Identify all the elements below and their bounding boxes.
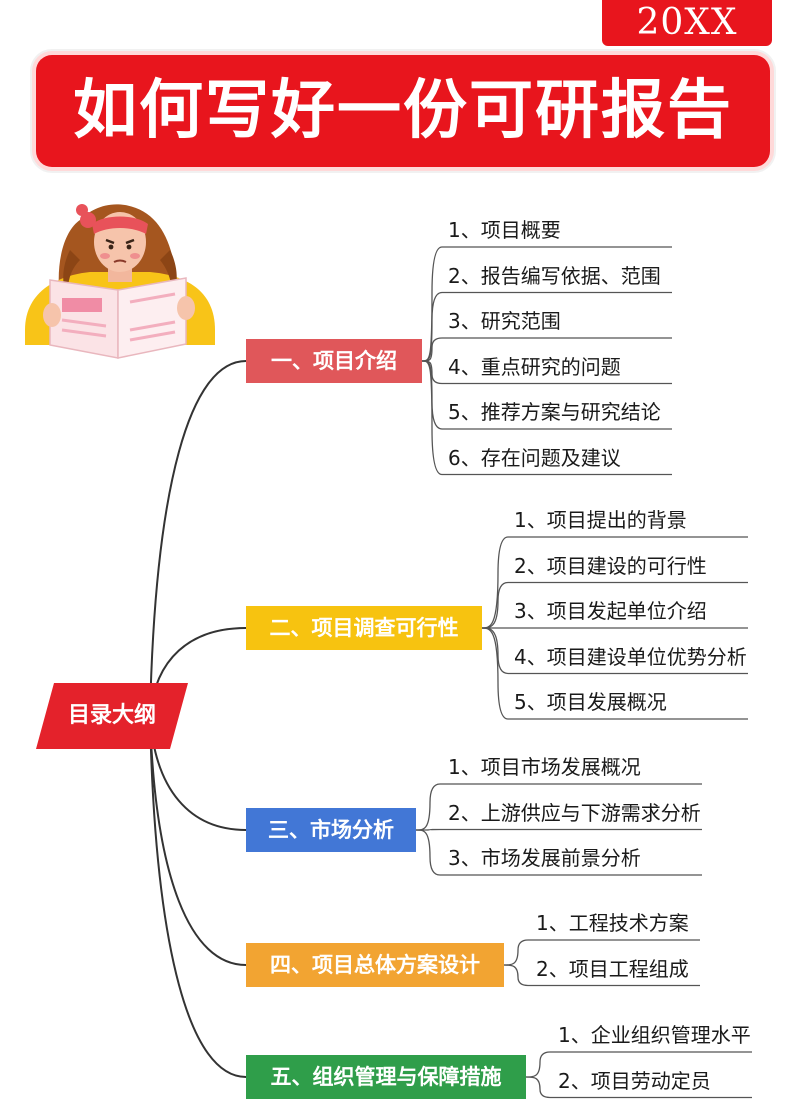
branch-connector-4 — [149, 715, 247, 966]
leaf-item-1-3: 3、研究范围 — [448, 309, 561, 333]
leaf-item-1-4: 4、重点研究的问题 — [448, 354, 621, 379]
page-title: 如何写好一份可研报告 — [73, 74, 733, 148]
branch-node-1: 一、项目介绍 — [246, 339, 422, 383]
leaf-item-2-1: 1、项目提出的背景 — [514, 508, 687, 532]
girl-reading-icon — [25, 204, 215, 359]
leaf-connector-5-2 — [525, 1076, 752, 1099]
leaf-item-3-2: 2、上游供应与下游需求分析 — [448, 800, 701, 825]
root-node: 目录大纲 — [36, 683, 188, 749]
leaf-connector-4-2 — [503, 964, 700, 987]
leaf-item-2-5: 5、项目发展概况 — [514, 690, 667, 714]
leaf-connector-1-2 — [421, 291, 672, 362]
branch-node-3: 三、市场分析 — [246, 808, 416, 852]
leaf-item-2-4: 4、项目建设单位优势分析 — [514, 644, 747, 669]
leaf-connector-2-5 — [481, 627, 748, 720]
leaf-connector-3-1 — [415, 783, 702, 831]
branch-connector-5 — [149, 715, 247, 1078]
leaf-item-1-2: 2、报告编写依据、范围 — [448, 263, 661, 288]
leaf-item-2-3: 3、项目发起单位介绍 — [514, 599, 707, 623]
leaf-item-3-1: 1、项目市场发展概况 — [448, 755, 641, 779]
leaf-connector-1-1 — [421, 246, 672, 362]
leaf-item-1-1: 1、项目概要 — [448, 218, 561, 242]
branch-node-5: 五、组织管理与保障措施 — [246, 1055, 526, 1099]
leaf-connector-3-3 — [415, 829, 702, 876]
leaf-item-2-2: 2、项目建设的可行性 — [514, 553, 707, 578]
leaf-connector-1-3 — [421, 337, 672, 362]
branch-node-2: 二、项目调查可行性 — [246, 606, 482, 650]
leaf-connector-4-1 — [503, 939, 700, 966]
leaf-item-4-1: 1、工程技术方案 — [536, 911, 689, 935]
leaf-item-1-6: 6、存在问题及建议 — [448, 445, 621, 470]
leaf-connector-5-1 — [525, 1051, 752, 1078]
branch-node-4: 四、项目总体方案设计 — [246, 943, 504, 987]
year-badge: 20XX — [602, 0, 772, 46]
leaf-connector-2-2 — [481, 581, 748, 629]
leaf-item-5-1: 1、企业组织管理水平 — [558, 1023, 751, 1047]
leaf-item-1-5: 5、推荐方案与研究结论 — [448, 400, 661, 424]
leaf-item-4-2: 2、项目工程组成 — [536, 956, 689, 981]
branch-connector-1 — [149, 360, 247, 717]
leaf-item-5-2: 2、项目劳动定员 — [558, 1068, 711, 1093]
leaf-item-3-3: 3、市场发展前景分析 — [448, 846, 641, 870]
leaf-connector-1-6 — [421, 360, 672, 476]
leaf-connector-3-2 — [415, 828, 702, 831]
title-banner: 如何写好一份可研报告 — [36, 55, 770, 167]
